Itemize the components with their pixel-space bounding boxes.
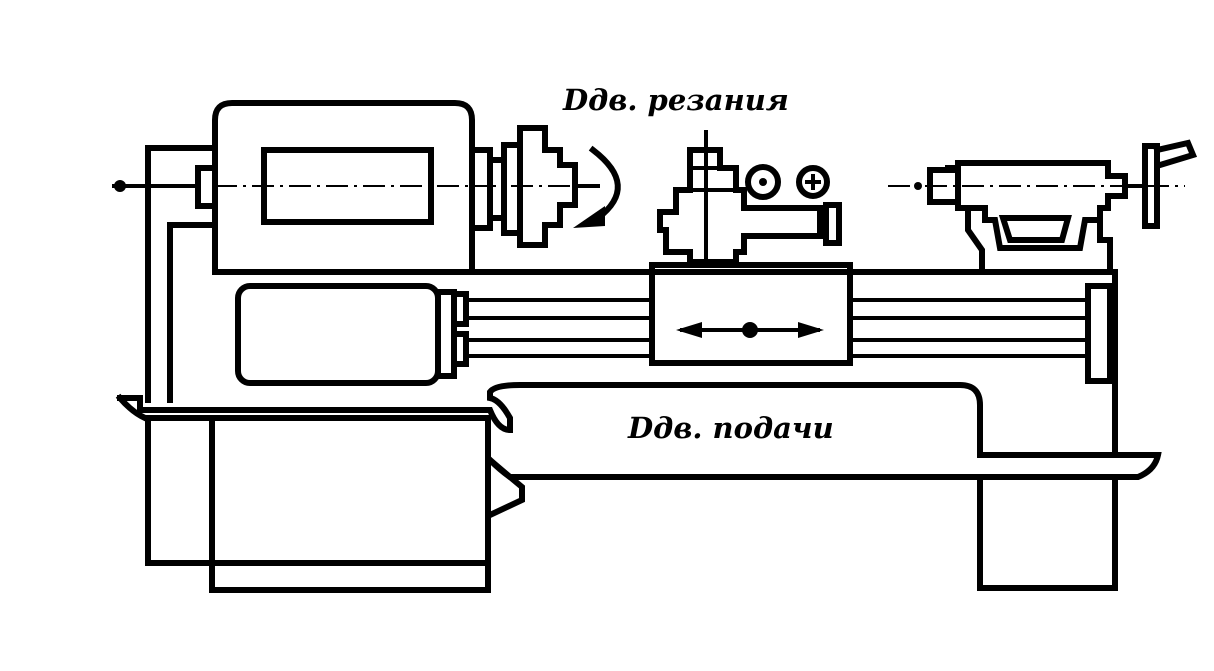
left-frame [145,145,218,403]
spindle-axis [112,180,600,192]
feed-motion-label: Dдв. подачи [627,411,834,445]
cutting-motion-label: Dдв. резания [562,83,789,117]
bed-top [212,269,1118,458]
rotation-arrow-icon [573,145,621,228]
headstock [195,100,475,275]
chuck [469,125,600,248]
tailstock [888,139,1198,275]
carriage-apron [649,262,853,366]
lead-screw [466,283,1113,384]
toolpost [657,130,842,266]
left-pedestal [145,415,525,593]
bed-ways [115,382,1162,480]
feed-gearbox [235,283,469,386]
right-pedestal [977,474,1118,591]
